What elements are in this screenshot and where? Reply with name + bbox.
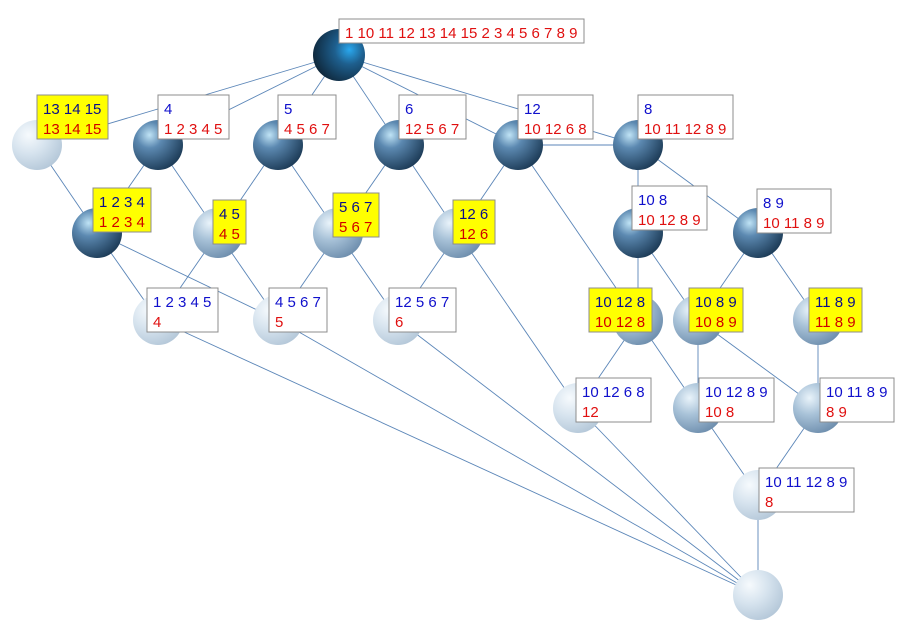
concept-label-13-14-15: 13 14 15 13 14 15 bbox=[36, 94, 109, 140]
concept-label-4-5: 4 54 5 bbox=[212, 199, 247, 245]
intent-text: 10 11 8 9 bbox=[826, 384, 887, 401]
intent-text: 12 bbox=[524, 101, 541, 118]
label-box bbox=[92, 187, 152, 233]
extent-text: 4 bbox=[153, 314, 161, 331]
lattice-labels: 1 10 11 12 13 14 15 2 3 4 5 6 7 8 9 13 14… bbox=[36, 18, 895, 513]
intent-text: 4 5 bbox=[219, 206, 240, 223]
extent-text: 6 bbox=[395, 314, 403, 331]
concept-label-10-12-8-9: 10 12 8 9 10 8 bbox=[698, 377, 775, 423]
concept-label-6-a: 6 12 5 6 7 bbox=[398, 94, 467, 140]
label-box bbox=[277, 94, 337, 140]
extent-text: 10 11 12 8 9 bbox=[644, 121, 726, 138]
extent-text: 4 5 bbox=[219, 226, 240, 243]
intent-text: 10 12 6 8 bbox=[582, 384, 645, 401]
edge-10-12-6-8-to-bottom bbox=[577, 407, 759, 596]
label-box bbox=[398, 94, 467, 140]
concept-label-8-a: 8 10 11 12 8 9 bbox=[637, 94, 734, 140]
label-box bbox=[338, 18, 585, 44]
extent-text: 1 2 3 4 5 bbox=[164, 121, 222, 138]
label-box bbox=[268, 287, 328, 333]
extent-text: 5 bbox=[275, 314, 283, 331]
intent-text: 1 2 3 4 5 bbox=[153, 294, 211, 311]
extent-text: 10 12 8 9 bbox=[638, 212, 701, 229]
label-box bbox=[517, 94, 594, 140]
intent-text: 10 12 8 bbox=[595, 294, 645, 311]
concept-label-10-11-8-9: 10 11 8 9 8 9 bbox=[819, 377, 895, 423]
label-box bbox=[688, 287, 744, 333]
extent-text: 12 bbox=[582, 404, 599, 421]
concept-label-1-2-3-4: 1 2 3 4 1 2 3 4 bbox=[92, 187, 152, 233]
label-box bbox=[756, 188, 832, 234]
intent-text: 8 9 bbox=[763, 195, 784, 212]
extent-text: 11 8 9 bbox=[815, 314, 856, 331]
extent-text: 10 11 8 9 bbox=[763, 215, 824, 232]
concept-label-4-a: 4 1 2 3 4 5 bbox=[157, 94, 230, 140]
extent-text: 1 10 11 12 13 14 15 2 3 4 5 6 7 8 9 bbox=[345, 25, 577, 42]
intent-text: 12 5 6 7 bbox=[395, 294, 449, 311]
edge-4-5-6-7-to-bottom bbox=[277, 319, 759, 596]
label-box bbox=[819, 377, 895, 423]
intent-text: 4 5 6 7 bbox=[275, 294, 321, 311]
concept-node-bottom[interactable] bbox=[733, 570, 783, 620]
extent-text: 10 8 bbox=[705, 404, 734, 421]
label-box bbox=[388, 287, 457, 333]
edge-1-2-3-4-5-to-bottom bbox=[157, 319, 759, 596]
label-box bbox=[157, 94, 230, 140]
label-box bbox=[332, 192, 380, 238]
label-box bbox=[588, 287, 653, 333]
extent-text: 10 12 6 8 bbox=[524, 121, 587, 138]
concept-label-4-5-6-7: 4 5 6 7 5 bbox=[268, 287, 328, 333]
intent-text: 10 11 12 8 9 bbox=[765, 474, 847, 491]
label-box bbox=[452, 199, 496, 245]
intent-text: 1 2 3 4 bbox=[99, 194, 145, 211]
concept-label-5-6-7: 5 6 7 5 6 7 bbox=[332, 192, 380, 238]
concept-label-12-5-6-7: 12 5 6 7 6 bbox=[388, 287, 457, 333]
intent-text: 12 6 bbox=[459, 206, 488, 223]
edge-12-5-6-7-to-bottom bbox=[397, 319, 759, 596]
concept-label-10-12-6-8: 10 12 6 8 12 bbox=[575, 377, 652, 423]
concept-label-12-6: 12 6 12 6 bbox=[452, 199, 496, 245]
label-box bbox=[212, 199, 247, 245]
extent-text: 8 bbox=[765, 494, 773, 511]
intent-text: 5 bbox=[284, 101, 292, 118]
extent-text: 1 2 3 4 bbox=[99, 214, 145, 231]
label-box bbox=[758, 467, 855, 513]
extent-text: 10 12 8 bbox=[595, 314, 645, 331]
edge-12-6-to-10-12-6-8 bbox=[457, 232, 579, 409]
concept-label-10-8: 10 8 10 12 8 9 bbox=[631, 185, 708, 231]
extent-text: 12 5 6 7 bbox=[405, 121, 459, 138]
extent-text: 10 8 9 bbox=[695, 314, 737, 331]
extent-text: 4 5 6 7 bbox=[284, 121, 330, 138]
label-box bbox=[808, 287, 863, 333]
intent-text: 5 6 7 bbox=[339, 199, 372, 216]
label-box bbox=[575, 377, 652, 423]
extent-text: 8 9 bbox=[826, 404, 847, 421]
concept-label-11-8-9: 11 8 9 11 8 9 bbox=[808, 287, 863, 333]
intent-text: 6 bbox=[405, 101, 413, 118]
label-box bbox=[631, 185, 708, 231]
extent-text: 12 6 bbox=[459, 226, 488, 243]
intent-text: 13 14 15 bbox=[43, 101, 101, 118]
concept-label-10-11-12-8-9: 10 11 12 8 9 8 bbox=[758, 467, 855, 513]
intent-text: 11 8 9 bbox=[815, 294, 856, 311]
label-box bbox=[698, 377, 775, 423]
concept-label-top: 1 10 11 12 13 14 15 2 3 4 5 6 7 8 9 bbox=[338, 18, 585, 44]
label-box bbox=[637, 94, 734, 140]
extent-text: 5 6 7 bbox=[339, 219, 372, 236]
concept-label-10-12-8: 10 12 8 10 12 8 bbox=[588, 287, 653, 333]
extent-text: 13 14 15 bbox=[43, 121, 101, 138]
label-box bbox=[146, 287, 219, 333]
intent-text: 4 bbox=[164, 101, 172, 118]
concept-label-1-2-3-4-5: 1 2 3 4 5 4 bbox=[146, 287, 219, 333]
concept-label-5-a: 5 4 5 6 7 bbox=[277, 94, 337, 140]
concept-label-8-9: 8 9 10 11 8 9 bbox=[756, 188, 832, 234]
label-box bbox=[36, 94, 109, 140]
intent-text: 10 12 8 9 bbox=[705, 384, 768, 401]
intent-text: 10 8 bbox=[638, 192, 667, 209]
concept-label-12-a: 12 10 12 6 8 bbox=[517, 94, 594, 140]
intent-text: 8 bbox=[644, 101, 652, 118]
intent-text: 10 8 9 bbox=[695, 294, 737, 311]
concept-label-10-8-9: 10 8 9 10 8 9 bbox=[688, 287, 744, 333]
